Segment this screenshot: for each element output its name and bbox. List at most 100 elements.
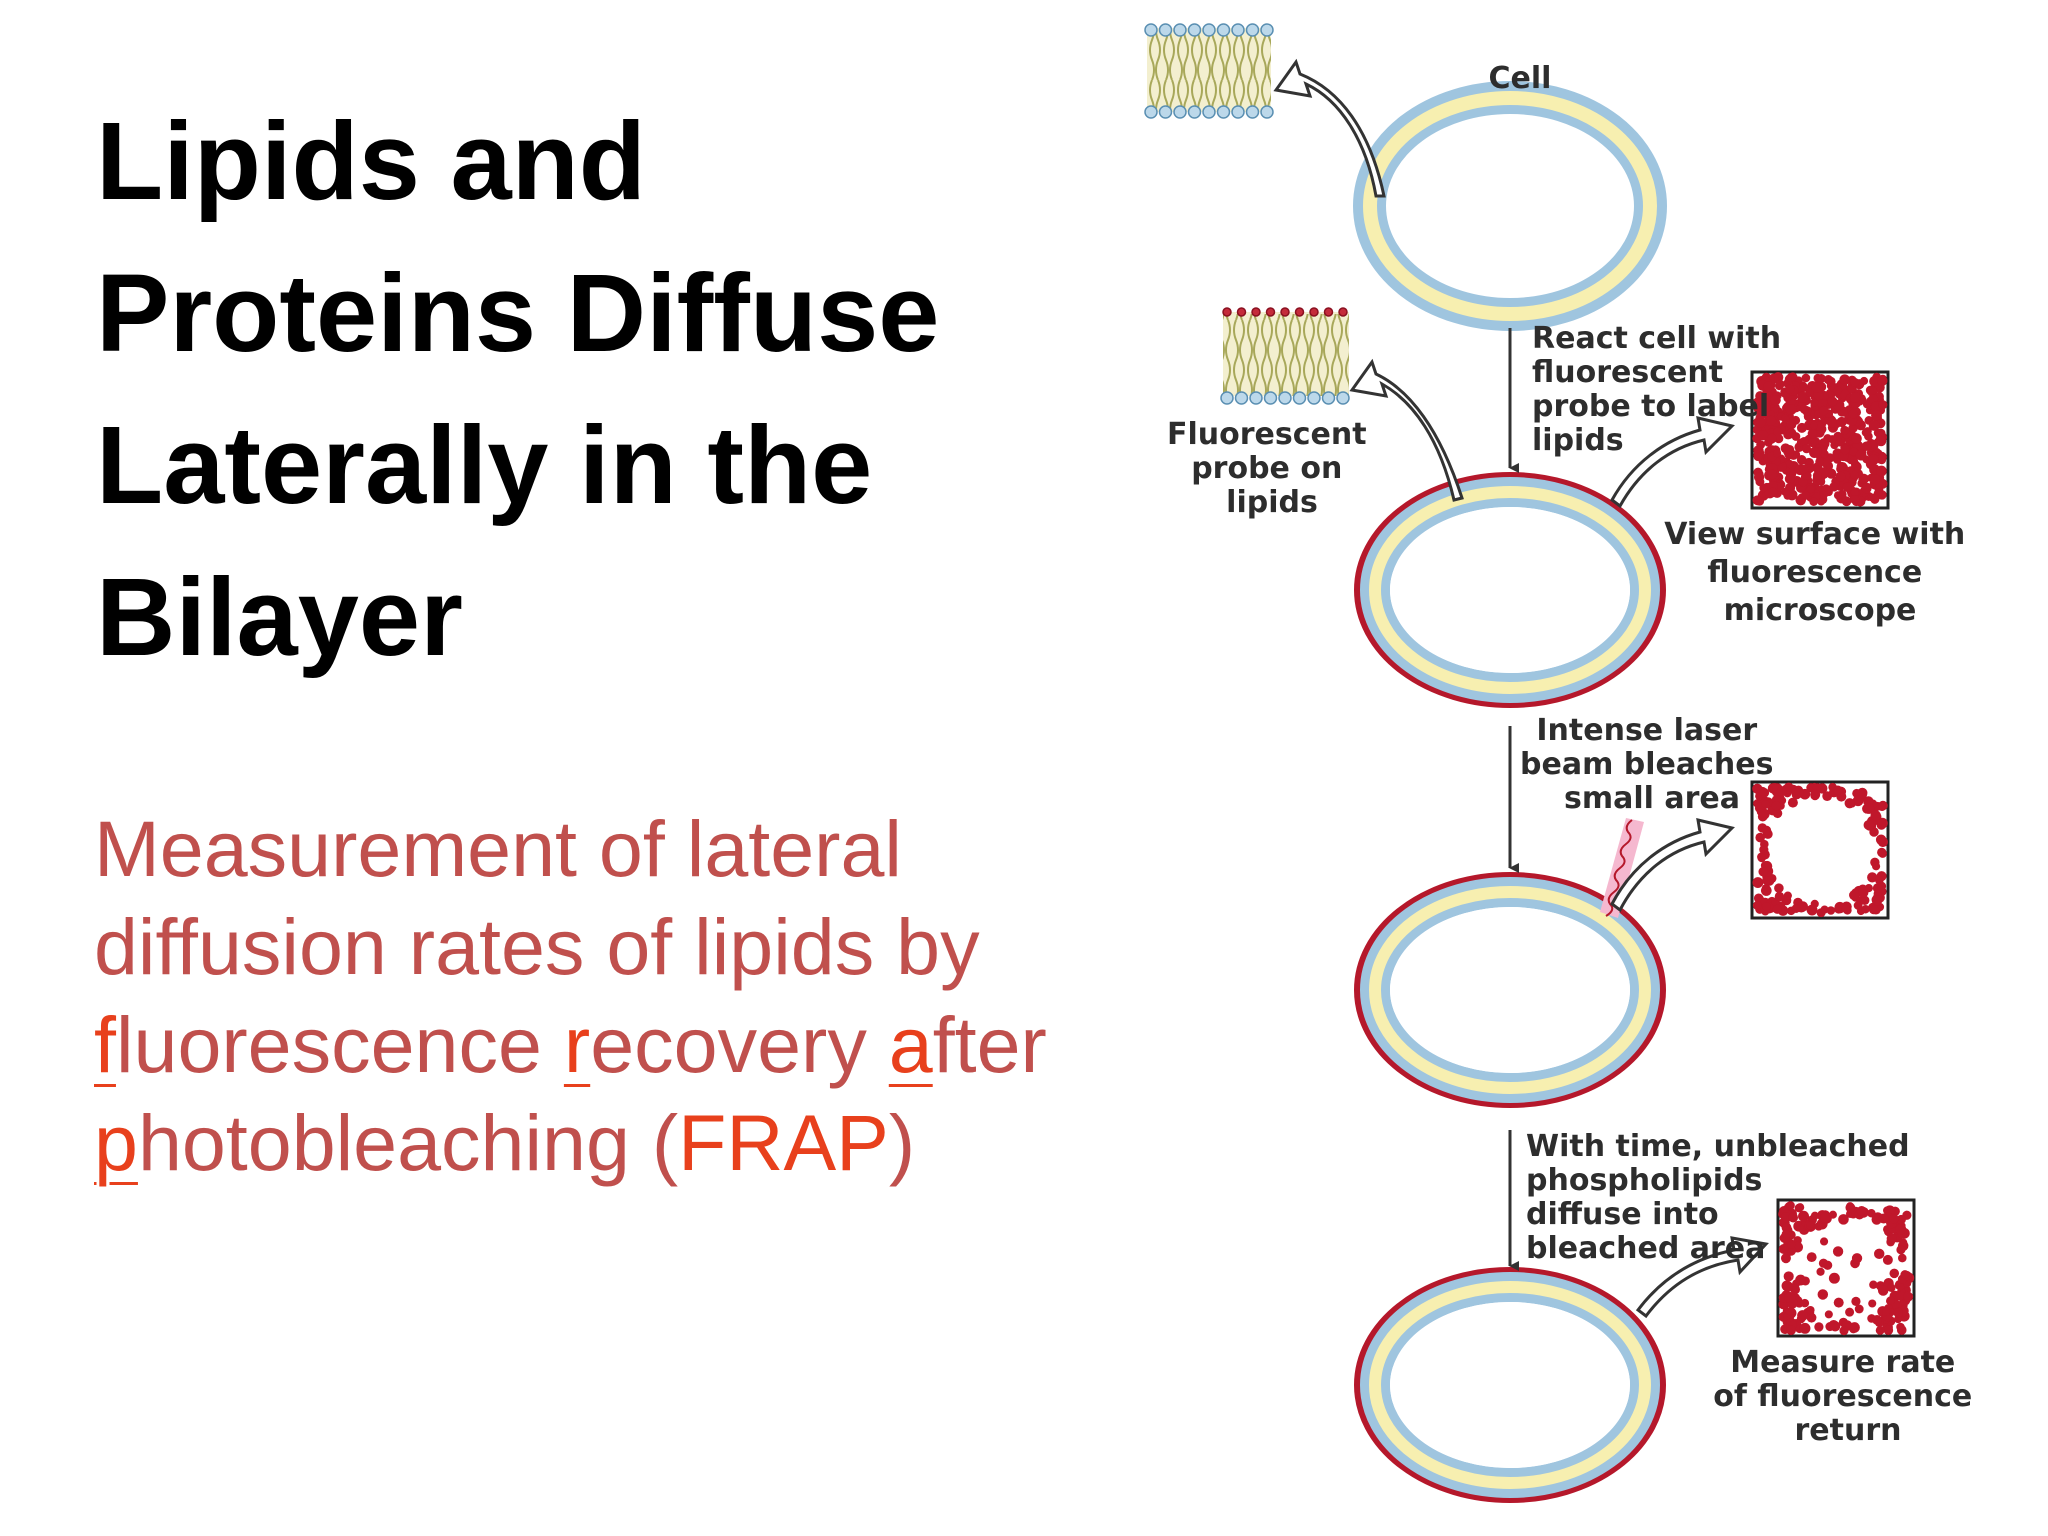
fluorescent-dot — [1870, 494, 1880, 504]
title-line: Bilayer — [96, 556, 463, 679]
fluorescent-dot — [1796, 455, 1807, 465]
fluorescent-dot — [1806, 904, 1818, 916]
subtitle-line: Measurement of lateral — [94, 804, 902, 893]
fluorescent-dot — [1813, 390, 1824, 401]
step2-label: Intense laser beam bleaches small area — [1520, 713, 1784, 816]
fluorescent-dot — [1766, 433, 1777, 444]
fluorescent-dot — [1784, 1292, 1796, 1303]
lipid-head — [1278, 391, 1292, 405]
view-surface-label: View surface with fluorescence microscop… — [1664, 517, 1976, 628]
lipid-head — [1158, 105, 1173, 119]
fluorescent-dot — [1801, 490, 1810, 500]
fluorescent-dot — [1781, 414, 1790, 424]
fluorescent-dot — [1806, 1221, 1815, 1230]
fluorescent-dot — [1806, 1312, 1817, 1323]
fluorescent-dot — [1783, 1281, 1794, 1292]
fluorescent-dot — [1757, 429, 1769, 441]
fluorescent-dot — [1810, 1211, 1819, 1220]
fluorescent-dot — [1868, 419, 1880, 431]
fluorescent-dot — [1786, 489, 1798, 501]
subtitle-line: fluorescence recovery after — [94, 996, 1144, 1094]
lipid-head — [1249, 391, 1263, 405]
fluorescent-dot — [1774, 883, 1784, 893]
fluorescent-dot — [1864, 820, 1875, 831]
fluorescent-dot — [1755, 418, 1766, 428]
fluorescent-dot — [1863, 803, 1875, 814]
lipid-head — [1309, 307, 1319, 317]
subtitle-text: ecovery — [590, 1000, 889, 1089]
fluorescent-dot — [1833, 1297, 1844, 1308]
fluorescent-dot — [1840, 425, 1850, 435]
fluorescent-dot — [1757, 853, 1766, 863]
fluorescent-dot — [1851, 433, 1862, 444]
fluorescent-dot — [1882, 1307, 1891, 1316]
fluorescent-dot — [1850, 495, 1860, 504]
fluorescent-dot — [1827, 396, 1838, 407]
microscope-view-labeled — [1750, 370, 1890, 510]
fluorescent-dot — [1755, 391, 1765, 401]
fluorescent-dot — [1817, 1289, 1829, 1300]
fluorescent-dot — [1785, 459, 1794, 469]
fluorescent-dot — [1807, 438, 1818, 448]
fluorescent-dot — [1861, 441, 1872, 451]
fluorescent-dot — [1809, 447, 1820, 458]
fluorescent-dot — [1875, 1325, 1885, 1335]
fluorescent-dot — [1786, 1325, 1796, 1336]
fluorescent-dot — [1799, 404, 1809, 414]
fluorescent-dot — [1855, 449, 1867, 461]
fluorescent-dot — [1878, 400, 1888, 410]
subtitle-text: ) — [888, 1098, 916, 1187]
fluorescent-dot — [1798, 383, 1808, 393]
fluorescent-dot — [1838, 1214, 1849, 1225]
fluorescent-dot — [1869, 375, 1880, 387]
lipid-head — [1265, 307, 1276, 317]
fluorescent-dot — [1826, 416, 1837, 428]
cell-3-bleached — [1354, 872, 1666, 1108]
fluorescent-dot — [1763, 381, 1774, 392]
fluorescent-dot — [1773, 427, 1783, 437]
fluorescent-dot — [1853, 901, 1863, 910]
fluorescent-dot — [1758, 867, 1769, 877]
fluorescent-dot — [1868, 454, 1879, 465]
fluorescent-dot — [1818, 405, 1829, 416]
fluorescent-dot — [1877, 375, 1888, 387]
fluorescent-dot — [1800, 1298, 1810, 1308]
fluorescent-dot — [1762, 902, 1771, 911]
fluorescent-dot — [1805, 388, 1815, 397]
fluorescent-dot — [1835, 471, 1846, 482]
fluorescent-dot — [1810, 398, 1819, 407]
fluorescent-dot — [1860, 895, 1870, 906]
fluorescent-dot — [1813, 373, 1823, 383]
fluorescent-dot — [1810, 789, 1821, 800]
step3-label: With time, unbleached phospholipids diff… — [1526, 1129, 1920, 1266]
fluorescent-dot — [1786, 372, 1796, 382]
acronym-letter-f: f — [94, 1000, 116, 1089]
fluorescent-dot — [1850, 378, 1860, 387]
fluorescent-dot — [1801, 373, 1811, 383]
fluorescent-dot — [1841, 496, 1852, 507]
fluorescent-dot — [1849, 1324, 1858, 1334]
fluorescent-dot — [1828, 1272, 1840, 1284]
fluorescent-dot — [1762, 875, 1772, 885]
fluorescent-dot — [1875, 435, 1887, 447]
fluorescent-dot — [1850, 488, 1859, 497]
fluorescent-dot — [1780, 1212, 1792, 1223]
fluorescent-dot — [1755, 477, 1765, 487]
fluorescent-dot — [1878, 1213, 1889, 1224]
bilayer-patch-unlabeled — [1144, 23, 1274, 119]
fluorescent-dot — [1896, 1245, 1906, 1255]
fluorescent-dot — [1898, 1253, 1907, 1263]
fluorescent-dot — [1833, 491, 1843, 500]
fluorescent-dot — [1767, 487, 1778, 498]
fluorescent-dot — [1757, 811, 1768, 822]
lipid-head — [1231, 23, 1245, 37]
lipid-head — [1144, 105, 1158, 119]
fluorescent-dot — [1886, 1296, 1895, 1305]
fluorescent-dot — [1849, 391, 1861, 403]
fluorescent-dot — [1844, 798, 1855, 809]
lipid-head — [1187, 23, 1202, 37]
fluorescent-dot — [1850, 470, 1859, 480]
probe-label: Fluorescent probe on lipids — [1167, 417, 1377, 520]
lipid-head — [1336, 391, 1350, 405]
fluorescent-dot — [1760, 402, 1771, 413]
